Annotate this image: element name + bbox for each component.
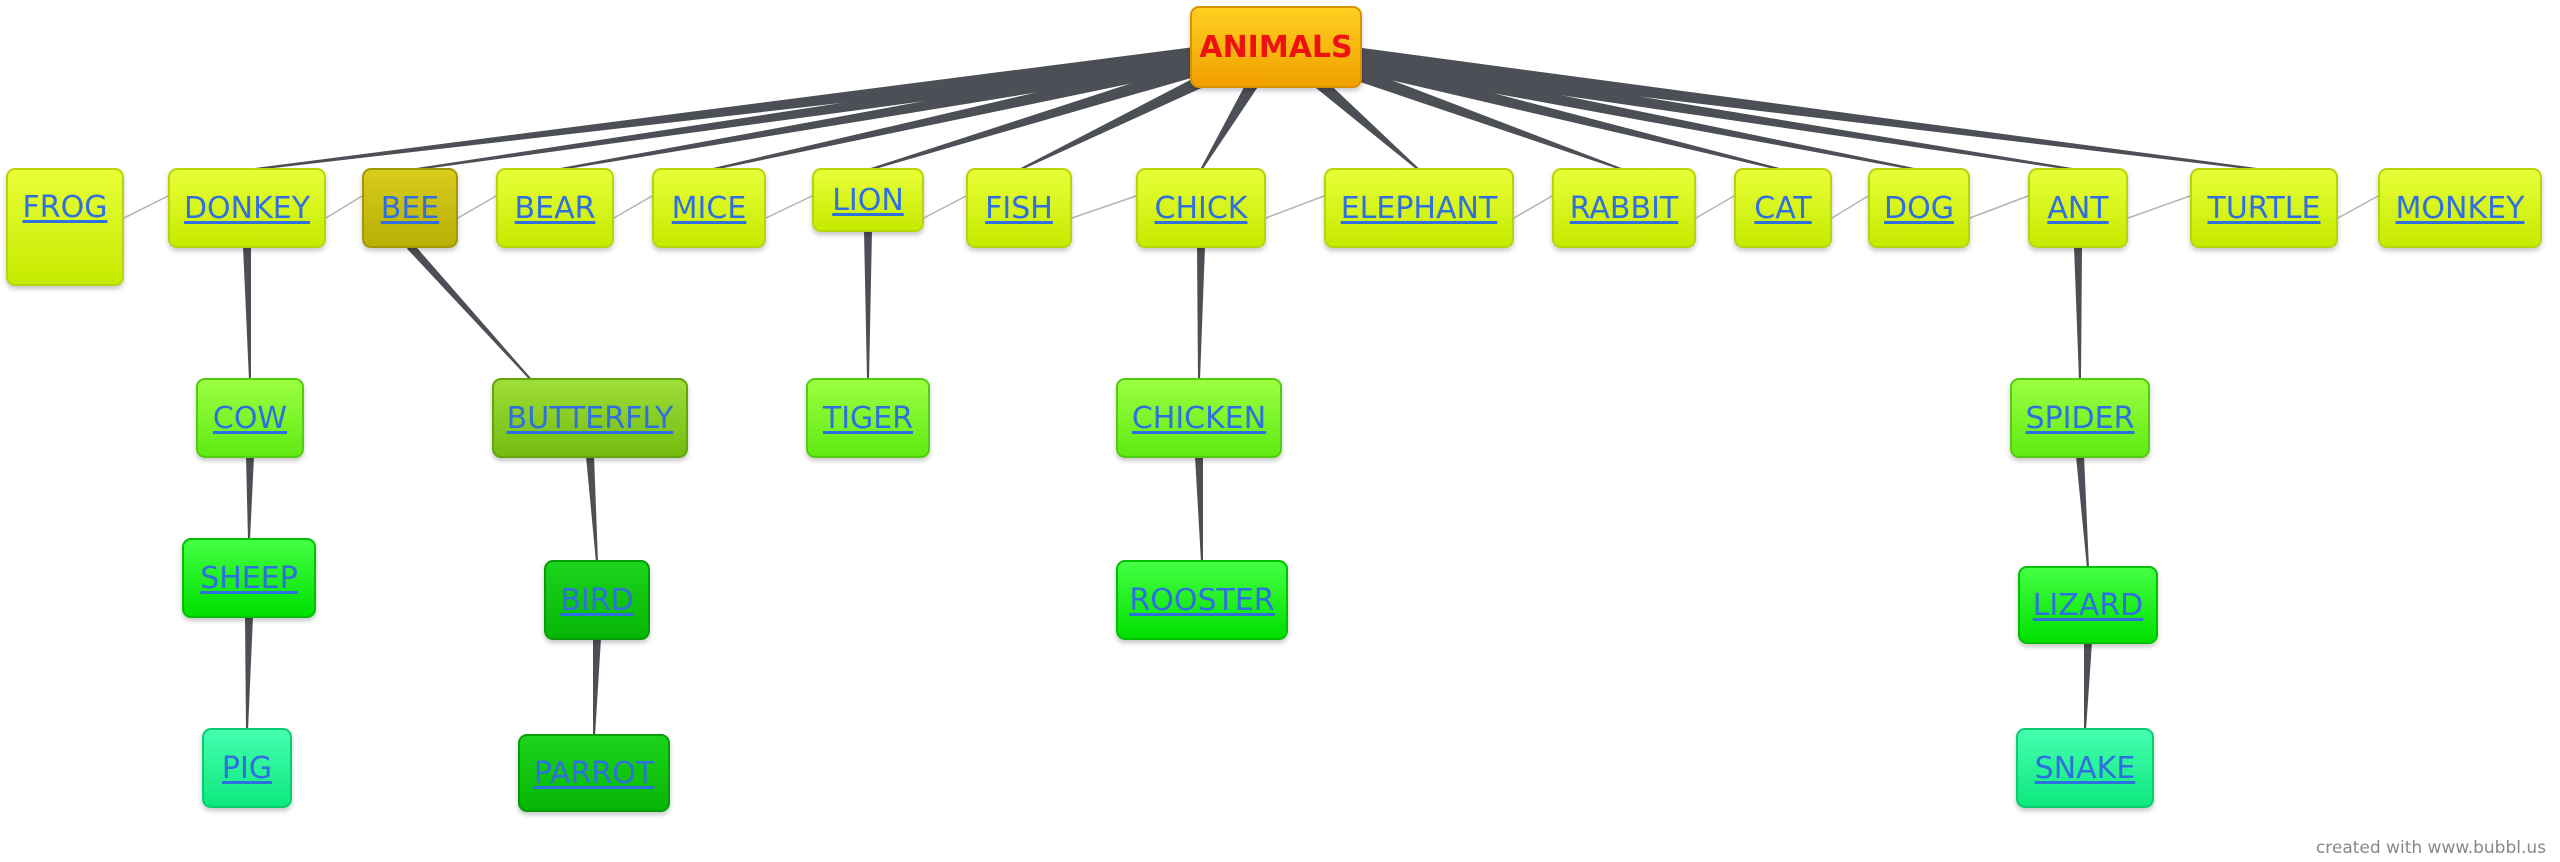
node-label: CAT xyxy=(1754,190,1812,226)
sibling-link xyxy=(457,195,497,219)
node-chick[interactable]: CHICK xyxy=(1136,168,1266,248)
node-tiger[interactable]: TIGER xyxy=(806,378,930,458)
node-rabbit[interactable]: RABBIT xyxy=(1552,168,1696,248)
node-label: FROG xyxy=(22,190,108,225)
node-label: PARROT xyxy=(533,755,655,791)
node-animals[interactable]: ANIMALS xyxy=(1190,6,1362,88)
sibling-link xyxy=(1695,195,1735,219)
node-parrot[interactable]: PARROT xyxy=(518,734,670,812)
sibling-link xyxy=(1513,195,1553,219)
node-chicken[interactable]: CHICKEN xyxy=(1116,378,1282,458)
connector-root-lion xyxy=(867,43,1258,171)
node-spider[interactable]: SPIDER xyxy=(2010,378,2150,458)
node-monkey[interactable]: MONKEY xyxy=(2378,168,2542,248)
node-sheep[interactable]: SHEEP xyxy=(182,538,316,618)
node-label: ANT xyxy=(2047,190,2109,226)
connector-donkey-cow xyxy=(243,245,251,380)
sibling-link xyxy=(1265,195,1325,219)
node-label: ROOSTER xyxy=(1129,582,1275,618)
connector-root-mice xyxy=(708,43,1250,171)
node-label: BEE xyxy=(380,190,440,226)
connector-root-turtle xyxy=(1324,43,2265,172)
node-label: BUTTERFLY xyxy=(506,400,674,436)
node-donkey[interactable]: DONKEY xyxy=(168,168,326,248)
node-pig[interactable]: PIG xyxy=(202,728,292,808)
node-label: SHEEP xyxy=(200,560,298,596)
sibling-link xyxy=(2127,195,2191,219)
node-label: LION xyxy=(832,182,904,218)
node-label: DOG xyxy=(1884,190,1954,226)
node-cow[interactable]: COW xyxy=(196,378,304,458)
node-label: SPIDER xyxy=(2025,400,2135,436)
connector-butterfly-bird xyxy=(586,455,598,563)
node-cat[interactable]: CAT xyxy=(1734,168,1832,248)
sibling-link xyxy=(325,195,363,219)
connector-chicken-rooster xyxy=(1195,455,1203,562)
sibling-link xyxy=(123,195,169,219)
node-label: BEAR xyxy=(514,190,596,226)
connector-spider-lizard xyxy=(2076,455,2089,569)
node-label: ELEPHANT xyxy=(1340,190,1498,226)
node-bee[interactable]: BEE xyxy=(362,168,458,248)
node-bear[interactable]: BEAR xyxy=(496,168,614,248)
connector-bee-butterfly xyxy=(407,243,532,381)
node-label: CHICKEN xyxy=(1131,400,1267,436)
node-mice[interactable]: MICE xyxy=(652,168,766,248)
sibling-link xyxy=(765,195,813,219)
node-label: TURTLE xyxy=(2207,190,2321,226)
connector-root-bear xyxy=(554,43,1242,172)
node-rooster[interactable]: ROOSTER xyxy=(1116,560,1288,640)
node-label: LIZARD xyxy=(2032,587,2144,623)
credit-text[interactable]: created with www.bubbl.us xyxy=(2315,838,2546,858)
sibling-link xyxy=(1831,195,1869,219)
node-elephant[interactable]: ELEPHANT xyxy=(1324,168,1514,248)
node-label: MICE xyxy=(671,190,747,226)
node-lizard[interactable]: LIZARD xyxy=(2018,566,2158,644)
connector-lion-tiger xyxy=(864,230,872,380)
node-fish[interactable]: FISH xyxy=(966,168,1072,248)
node-label: MONKEY xyxy=(2395,190,2525,226)
node-label: RABBIT xyxy=(1569,190,1679,226)
node-butterfly[interactable]: BUTTERFLY xyxy=(492,378,688,458)
node-ant[interactable]: ANT xyxy=(2028,168,2128,248)
connector-ant-spider xyxy=(2074,245,2082,380)
sibling-link xyxy=(613,195,653,219)
node-label: SNAKE xyxy=(2034,750,2136,786)
node-label: PIG xyxy=(221,750,273,786)
connector-root-bee xyxy=(409,43,1234,172)
node-label: BIRD xyxy=(560,582,634,618)
node-lion[interactable]: LION xyxy=(812,168,924,232)
connector-root-donkey xyxy=(246,43,1226,172)
connector-lizard-snake xyxy=(2084,641,2092,730)
connector-sheep-pig xyxy=(245,615,253,730)
node-turtle[interactable]: TURTLE xyxy=(2190,168,2338,248)
node-label: TIGER xyxy=(822,400,914,436)
node-bird[interactable]: BIRD xyxy=(544,560,650,640)
node-label: CHICK xyxy=(1154,190,1248,226)
node-label: ANIMALS xyxy=(1199,29,1353,65)
node-label: DONKEY xyxy=(183,190,311,226)
connector-bird-parrot xyxy=(593,637,601,736)
node-frog[interactable]: FROG xyxy=(6,168,124,286)
sibling-link xyxy=(1071,195,1137,219)
sibling-link xyxy=(1969,195,2029,219)
sibling-link xyxy=(2337,195,2379,219)
node-label: FISH xyxy=(985,190,1053,226)
node-dog[interactable]: DOG xyxy=(1868,168,1970,248)
node-snake[interactable]: SNAKE xyxy=(2016,728,2154,808)
connector-chick-chicken xyxy=(1197,245,1205,380)
sibling-link xyxy=(923,195,967,219)
node-label: COW xyxy=(212,400,288,436)
connector-cow-sheep xyxy=(246,456,254,540)
